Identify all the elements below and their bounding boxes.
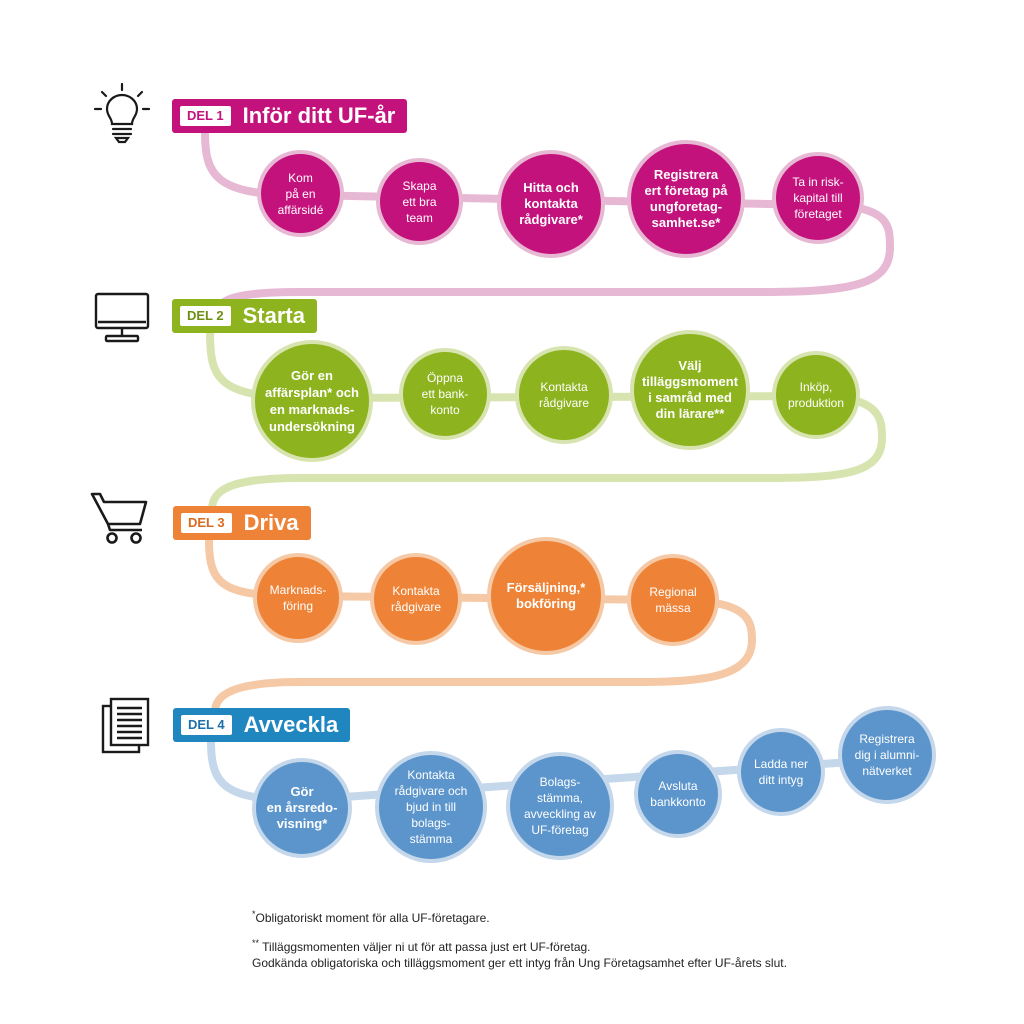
path-del-3 — [205, 536, 757, 716]
step-inkop-produktion: Inköp, produktion — [772, 351, 860, 439]
footnote-mark-1: * — [252, 909, 256, 919]
step-avsluta-bankkonto: Avsluta bankkonto — [634, 750, 722, 838]
step-kontakta-radgivare-del2: Kontakta rådgivare — [515, 346, 613, 444]
del-3-title: Driva — [243, 510, 299, 535]
step-oppna-ett-bankkonto: Öppna ett bank- konto — [399, 348, 491, 440]
documents-icon — [101, 697, 150, 754]
del-4-title: Avveckla — [243, 712, 339, 737]
section-label-del-3: DEL 3 Driva — [173, 506, 311, 540]
path-del-1 — [201, 128, 895, 324]
del-2-title: Starta — [242, 303, 305, 328]
step-gor-en-arsredovisning: Gör en årsredo- visning* — [252, 758, 352, 858]
step-forsaljning-bokforing: Försäljning,* bokföring — [487, 537, 605, 655]
step-gor-en-affarsplan: Gör en affärsplan* och en marknads- unde… — [251, 340, 373, 462]
path-del-2 — [206, 328, 887, 514]
del-4-badge: DEL 4 — [181, 715, 232, 735]
step-kontakta-radgivare-bolagsstamma: Kontakta rådgivare och bjud in till bola… — [375, 751, 487, 863]
shopping-cart-icon — [90, 492, 148, 544]
footnote-obligatoriskt: *Obligatoriskt moment för alla UF-företa… — [252, 890, 490, 926]
step-hitta-och-kontakta-radgivare: Hitta och kontakta rådgivare* — [497, 150, 605, 258]
step-marknadsforing: Marknads- föring — [253, 553, 343, 643]
monitor-icon — [94, 292, 150, 343]
lightbulb-icon — [93, 82, 151, 144]
step-regional-massa: Regional mässa — [627, 554, 719, 646]
section-label-del-2: DEL 2 Starta — [172, 299, 317, 333]
step-registrera-alumninatverket: Registrera dig i alumni- nätverket — [838, 706, 936, 804]
step-skapa-ett-bra-team: Skapa ett bra team — [376, 158, 463, 245]
step-kom-pa-en-affarside: Kom på en affärsidé — [257, 150, 344, 237]
footnote-mark-2: ** — [252, 938, 260, 948]
step-registrera-ert-foretag: Registrera ert företag på ungforetag- sa… — [627, 140, 745, 258]
footnote-tillaggsmoment: ** Tilläggsmomenten väljer ni ut för att… — [252, 919, 787, 971]
del-1-badge: DEL 1 — [180, 106, 231, 126]
step-ta-in-riskkapital: Ta in risk- kapital till företaget — [772, 152, 864, 244]
section-label-del-4: DEL 4 Avveckla — [173, 708, 351, 742]
footnote-text-2: Tilläggsmomenten väljer ni ut för att pa… — [252, 940, 787, 970]
step-bolagsstamma-avveckling: Bolags- stämma, avveckling av UF-företag — [506, 752, 614, 860]
del-1-title: Inför ditt UF-år — [242, 103, 396, 128]
step-valj-tillaggsmoment: Välj tilläggsmoment i samråd med din lär… — [630, 330, 750, 450]
footnote-text-1: Obligatoriskt moment för alla UF-företag… — [255, 911, 490, 925]
del-2-badge: DEL 2 — [180, 306, 231, 326]
del-3-badge: DEL 3 — [181, 513, 232, 533]
step-kontakta-radgivare-del3: Kontakta rådgivare — [370, 553, 462, 645]
section-label-del-1: DEL 1 Inför ditt UF-år — [172, 99, 408, 133]
step-ladda-ner-ditt-intyg: Ladda ner ditt intyg — [737, 728, 825, 816]
